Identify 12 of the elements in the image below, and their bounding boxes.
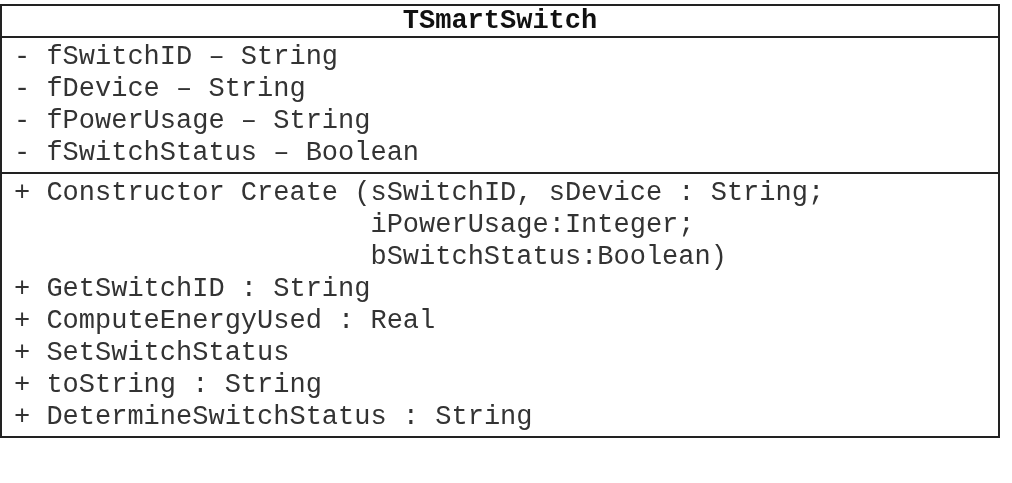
method-text: + Constructor Create (sSwitchID, sDevice : String; iPowerUsage:Integer; bSwitchStatus:Boolean): [14, 177, 826, 273]
attribute-text: - fDevice – String: [14, 73, 307, 105]
class-box: [0, 4, 1000, 438]
method-text: + ComputeEnergyUsed : Real: [14, 305, 437, 337]
method-text: + SetSwitchStatus: [14, 337, 291, 369]
method-text: + GetSwitchID : String: [14, 273, 372, 305]
method-text: + DetermineSwitchStatus : String: [14, 401, 534, 433]
attribute-text: - fSwitchStatus – Boolean: [14, 137, 421, 169]
attribute-text: - fPowerUsage – String: [14, 105, 372, 137]
method-text: + toString : String: [14, 369, 323, 401]
class-name: TSmartSwitch: [401, 6, 599, 36]
attribute-text: - fSwitchID – String: [14, 41, 340, 73]
